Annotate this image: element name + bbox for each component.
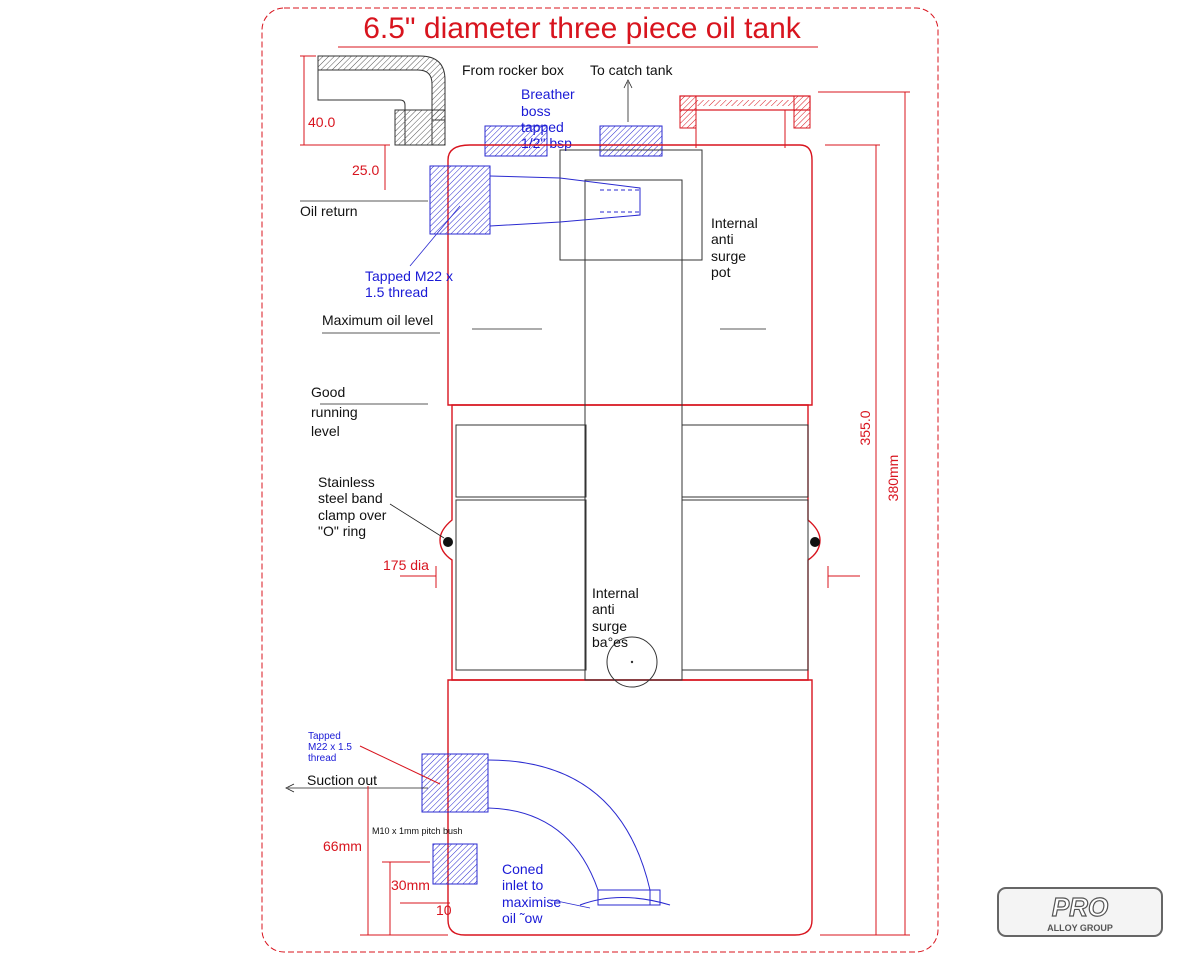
label-oil-return: Oil return (300, 203, 358, 219)
label-stainless-4: "O" ring (318, 523, 366, 539)
filler-cap (679, 95, 811, 148)
tank-body (439, 144, 821, 936)
label-stainless-2: steel band (318, 490, 383, 506)
oil-return-pipe (429, 165, 641, 235)
dim-10: 10 (436, 902, 452, 918)
label-baffles-3: surge (592, 618, 627, 634)
dim-30: 30mm (391, 877, 430, 893)
pro-alloy-logo: PRO ALLOY GROUP (997, 887, 1163, 937)
label-from-rocker-box: From rocker box (462, 62, 564, 78)
breather-boss-left (484, 125, 548, 157)
label-tapped-bot-3: thread (308, 753, 336, 764)
label-m10-bush: M10 x 1mm pitch bush (372, 826, 463, 836)
label-breather-4: 1/2" bsp (521, 135, 572, 151)
o-ring-right (810, 537, 820, 547)
dim-175-dia: 175 dia (383, 557, 429, 573)
label-baffles-4: ba°es (592, 634, 628, 650)
label-good-3: level (311, 423, 340, 439)
dim-380: 380mm (885, 455, 901, 502)
label-internal-pot-1: Internal (711, 215, 758, 231)
dim-66: 66mm (323, 838, 362, 854)
label-tapped-bot-2: M22 x 1.5 (308, 742, 352, 753)
label-internal-pot-4: pot (711, 264, 731, 280)
label-max-oil-level: Maximum oil level (322, 312, 433, 328)
label-coned-4: oil ˜ow (502, 910, 543, 926)
dim-25: 25.0 (352, 162, 379, 178)
label-stainless-1: Stainless (318, 474, 375, 490)
label-baffles-2: anti (592, 601, 615, 617)
logo-pro: PRO (1052, 892, 1108, 922)
label-good-2: running (311, 404, 358, 420)
label-internal-pot-2: anti (711, 231, 734, 247)
dim-355: 355.0 (857, 410, 873, 445)
label-coned-2: inlet to (502, 877, 543, 893)
internal-baffles (455, 424, 809, 688)
label-tapped-top-1: Tapped M22 x (365, 268, 453, 284)
label-coned-3: maximise (502, 894, 561, 910)
elbow-fitting (317, 55, 446, 146)
label-breather-3: tapped (521, 119, 564, 135)
drawing-border (261, 7, 939, 953)
label-stainless-3: clamp over (318, 507, 387, 523)
o-ring-left (443, 537, 453, 547)
breather-boss-right (599, 125, 663, 157)
label-tapped-top-2: 1.5 thread (365, 284, 428, 300)
dim-40: 40.0 (308, 114, 335, 130)
logo-alloy-group: ALLOY GROUP (1047, 923, 1113, 933)
m10-bush (432, 843, 478, 885)
label-suction-out: Suction out (307, 772, 377, 788)
label-good-1: Good (311, 384, 345, 400)
label-breather-2: boss (521, 103, 551, 119)
label-internal-pot-3: surge (711, 248, 746, 264)
label-coned-1: Coned (502, 861, 543, 877)
label-tapped-bot-1: Tapped (308, 731, 341, 742)
suction-fitting (421, 753, 671, 906)
drawing-title: 6.5" diameter three piece oil tank (363, 12, 802, 45)
label-to-catch-tank: To catch tank (590, 62, 673, 78)
label-breather-1: Breather (521, 86, 575, 102)
label-baffles-1: Internal (592, 585, 639, 601)
